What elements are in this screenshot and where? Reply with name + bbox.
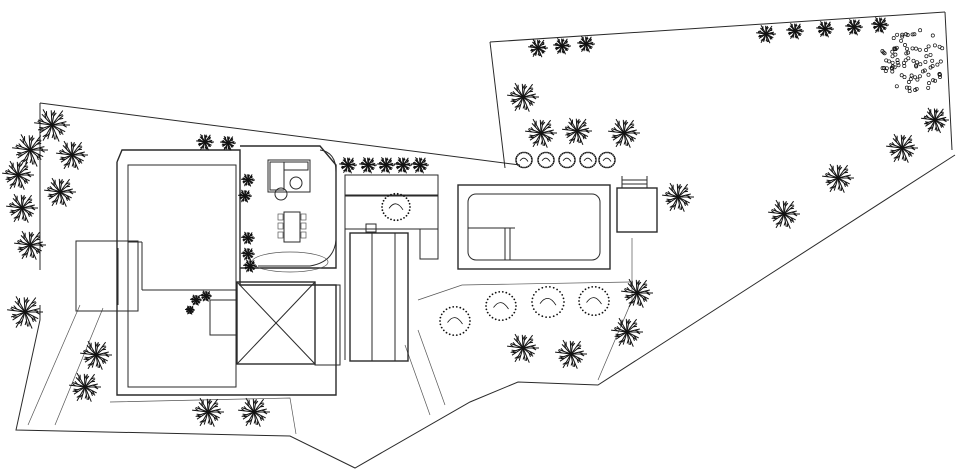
palm-tree-icon bbox=[662, 182, 694, 212]
dining-table bbox=[274, 187, 307, 243]
palm-tree-icon bbox=[220, 135, 236, 151]
shrub-icon bbox=[558, 151, 576, 169]
shrub-icon bbox=[531, 286, 565, 318]
palm-tree-icon bbox=[555, 339, 587, 369]
palm-tree-icon bbox=[241, 231, 255, 245]
house bbox=[75, 149, 337, 396]
pool-pavilion bbox=[616, 176, 658, 233]
shrub-icon bbox=[439, 306, 471, 336]
palm-tree-icon bbox=[528, 39, 548, 58]
palm-tree-icon bbox=[80, 340, 112, 370]
palm-tree-icon bbox=[196, 133, 214, 151]
palm-tree-icon bbox=[611, 317, 643, 347]
palm-tree-icon bbox=[845, 18, 863, 36]
palm-tree-icon bbox=[199, 290, 212, 302]
palm-tree-icon bbox=[608, 118, 640, 148]
palm-tree-icon bbox=[69, 372, 101, 402]
palm-tree-icon bbox=[562, 117, 592, 145]
pool bbox=[457, 184, 611, 270]
palm-tree-icon bbox=[507, 333, 539, 363]
palm-tree-icon bbox=[243, 259, 257, 273]
terrace-courtyard bbox=[240, 145, 337, 273]
palm-tree-icon bbox=[238, 397, 270, 427]
palm-tree-icon bbox=[339, 156, 357, 174]
palm-tree-icon bbox=[816, 20, 834, 38]
palm-tree-icon bbox=[577, 35, 595, 53]
palm-tree-icon bbox=[921, 107, 949, 134]
palm-tree-icon bbox=[871, 16, 889, 34]
garage bbox=[209, 281, 341, 366]
house-annex bbox=[75, 240, 139, 312]
palm-tree-icon bbox=[241, 247, 255, 261]
palm-tree-icon bbox=[34, 109, 70, 142]
shrub-icon bbox=[579, 151, 597, 169]
palm-tree-icon bbox=[822, 163, 854, 193]
palm-tree-icon bbox=[241, 173, 255, 187]
palm-tree-icon bbox=[525, 118, 557, 148]
palm-tree-icon bbox=[192, 397, 224, 427]
site-boundary bbox=[15, 11, 956, 469]
shrub-icon bbox=[381, 192, 411, 222]
vegetation bbox=[2, 16, 949, 427]
palm-tree-icon bbox=[886, 133, 918, 163]
shrub-icon bbox=[537, 151, 555, 169]
palm-tree-icon bbox=[238, 189, 252, 203]
palm-tree-icon bbox=[411, 156, 429, 174]
palm-tree-icon bbox=[184, 305, 195, 315]
palm-tree-icon bbox=[2, 160, 34, 190]
palm-tree-icon bbox=[44, 177, 76, 207]
shrub-icon bbox=[485, 291, 517, 321]
shrub-icon bbox=[598, 151, 616, 169]
palm-tree-icon bbox=[359, 156, 377, 174]
palm-tree-icon bbox=[786, 22, 804, 40]
palm-tree-icon bbox=[12, 134, 48, 167]
palm-tree-icon bbox=[56, 140, 88, 170]
tree-cluster-icon bbox=[880, 28, 945, 94]
palm-tree-icon bbox=[756, 25, 776, 44]
palm-tree-icon bbox=[6, 193, 38, 223]
shrub-icon bbox=[578, 286, 610, 316]
palm-tree-icon bbox=[7, 296, 43, 329]
shrub-icon bbox=[515, 151, 533, 169]
palm-tree-icon bbox=[394, 156, 412, 174]
outdoor-lounge bbox=[267, 159, 311, 193]
palm-tree-icon bbox=[621, 278, 653, 308]
palm-tree-icon bbox=[768, 199, 800, 229]
palm-tree-icon bbox=[189, 294, 202, 306]
garden-path bbox=[27, 238, 633, 435]
palm-tree-icon bbox=[377, 156, 395, 174]
palm-tree-icon bbox=[14, 230, 46, 260]
palm-tree-icon bbox=[507, 82, 539, 112]
palm-tree-icon bbox=[553, 37, 571, 55]
carport bbox=[344, 174, 439, 362]
